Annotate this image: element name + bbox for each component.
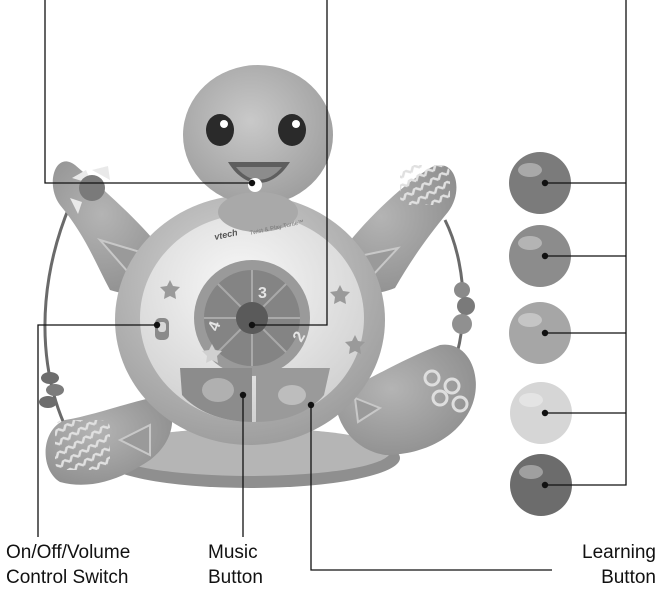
leader-line-dial [252,0,328,326]
callout-volume-switch: On/Off/Volume Control Switch [6,540,130,590]
star-decorations [160,280,365,354]
turtle-head [183,65,333,232]
leader-line-switch [37,324,157,537]
callout-line: Music [208,542,258,563]
leader-line-learning [310,405,552,571]
turtle-icon [278,385,306,405]
dial-star-icon [202,344,222,363]
ball [509,302,571,364]
ball [510,454,572,516]
music-note-icon [202,378,234,402]
flipper-lower-left [45,395,173,485]
callout-line: Learning [582,542,656,563]
callout-learning-button: Learning Button [582,540,656,590]
ball [509,225,571,287]
learning-button[interactable] [256,368,330,422]
leader-line-mouth-light [44,0,252,184]
dial-number: 3 [258,285,267,302]
ball [510,382,572,444]
bead-cluster-right [452,282,475,334]
leader-lines [37,0,627,571]
callout-line: Control Switch [6,567,129,588]
music-button[interactable] [180,368,252,422]
leader-line-balls [545,0,627,486]
callout-music-button: Music Button [208,540,263,590]
leader-dots [153,179,549,489]
flipper-lower-right [335,344,476,455]
ball [509,152,571,214]
callout-line: Button [601,567,656,588]
volume-switch[interactable] [155,318,169,340]
bead-cluster-left [39,372,64,408]
callout-line: On/Off/Volume [6,542,131,563]
spinning-dial[interactable]: 3 4 2 [194,260,310,376]
callout-line: Button [208,567,263,588]
brand-logo: vtech [213,227,239,242]
ball-set [509,152,572,516]
